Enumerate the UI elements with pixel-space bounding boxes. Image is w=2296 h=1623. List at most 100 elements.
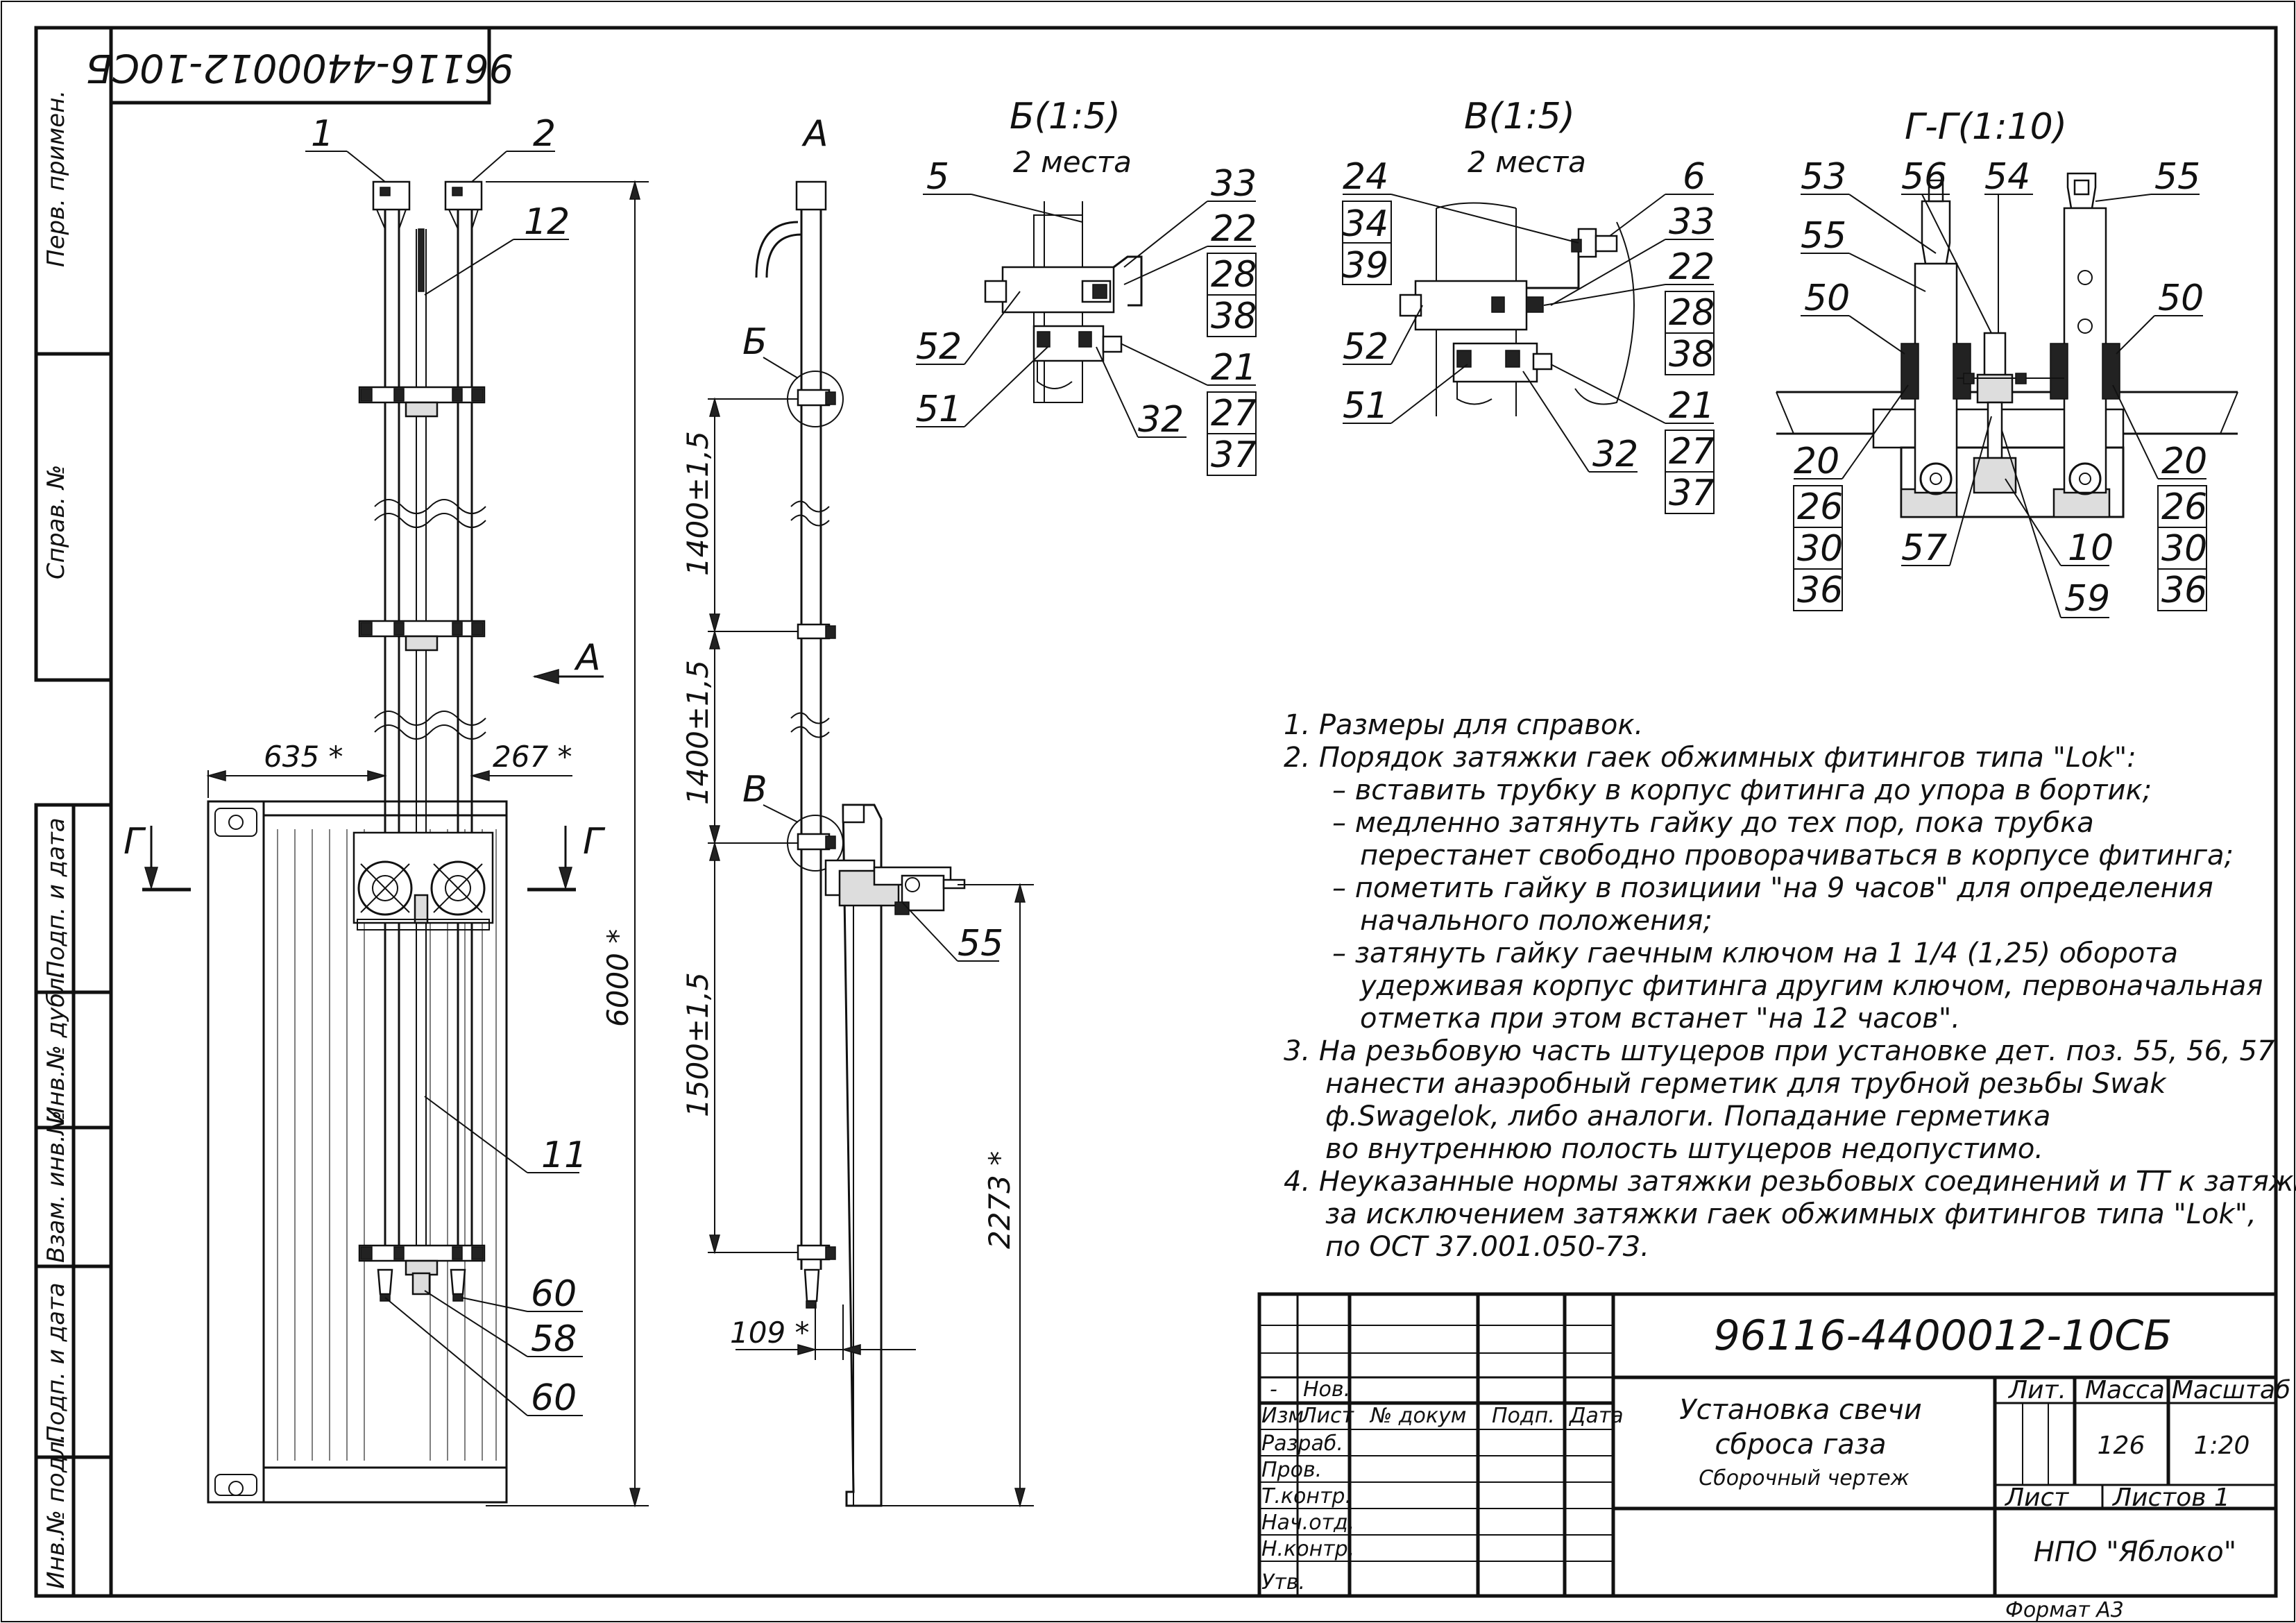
pos-12: 12 (524, 201, 570, 243)
pos-v-32: 32 (1592, 434, 1638, 475)
dim-635: 635 * (264, 740, 343, 774)
tb-format: Формат А3 (2005, 1598, 2124, 1622)
pos-b-21: 21 (1211, 347, 1257, 389)
section-g-left: Г (124, 821, 146, 863)
side-label-perv-primen: Перв. примен. (42, 90, 70, 267)
side-label-podp-data-1: Подп. и дата (42, 817, 70, 978)
note-line-11: 3. На резьбовую часть штуцеров при устан… (1284, 1035, 2275, 1067)
pos-b-5: 5 (926, 156, 949, 198)
pos-b-28: 28 (1211, 254, 1257, 296)
pos-g-30-left: 30 (1797, 528, 1843, 570)
note-line-12: нанести анаэробный герметик для трубной … (1325, 1068, 2167, 1100)
section-g-title: Г-Г(1:10) (1905, 106, 2067, 148)
tb-sheet: Лист (2004, 1484, 2069, 1512)
pos-g-26-left: 26 (1797, 486, 1843, 528)
pos-v-34: 34 (1343, 203, 1388, 245)
tb-dash: - (1270, 1377, 1277, 1402)
tb-name-2: сброса газа (1715, 1429, 1886, 1461)
stamp-code-box: 96116-4400012-10СБ (86, 26, 513, 105)
tb-lit: Лит. (2007, 1376, 2066, 1404)
pos-g-36-right: 36 (2161, 570, 2207, 611)
pos-b-52: 52 (916, 326, 962, 368)
note-line-4: – медленно затянуть гайку до тех пор, по… (1332, 807, 2094, 839)
tb-row-utv: Утв. (1261, 1570, 1305, 1595)
view-a-arrow: А (532, 637, 604, 684)
pos-b-51: 51 (916, 389, 962, 430)
tb-scale-value: 1:20 (2194, 1431, 2250, 1460)
pos-v-21: 21 (1669, 385, 1715, 427)
note-line-13: ф.Swagelok, либо аналоги. Попадание герм… (1325, 1101, 2050, 1132)
flange-mount (352, 831, 494, 931)
section-g-right: Г (583, 821, 606, 863)
pos-v-52: 52 (1343, 326, 1388, 368)
pos-v-6: 6 (1683, 156, 1706, 198)
note-line-9: удерживая корпус фитинга другим ключом, … (1359, 970, 2263, 1002)
side-view-a: А Б (681, 113, 1034, 1508)
dim-1500: 1500±1,5 (681, 972, 715, 1117)
pos-2: 2 (533, 113, 556, 155)
note-line-1: 1. Размеры для справок. (1284, 709, 1643, 741)
tb-no-dokum: № докум (1369, 1404, 1466, 1428)
main-position-labels: 1 2 12 11 60 58 60 (305, 113, 587, 1419)
pos-60-bottom: 60 (531, 1377, 577, 1419)
pos-g-59: 59 (2064, 578, 2110, 620)
note-line-17: по ОСТ 37.001.050-73. (1325, 1231, 1649, 1263)
tb-org: НПО "Яблоко" (2034, 1536, 2236, 1568)
note-line-14: во внутреннюю полость штуцеров недопусти… (1325, 1133, 2043, 1165)
tb-row-prov: Пров. (1261, 1458, 1322, 1482)
callout-b: Б (742, 321, 767, 363)
tb-sheets: Листов 1 (2111, 1484, 2230, 1512)
note-line-5: перестанет свободно проворачиваться в ко… (1360, 840, 2234, 872)
note-line-6: – пометить гайку в позициии "на 9 часов"… (1332, 872, 2213, 904)
main-front-view: 1 2 12 11 60 58 60 635 * (124, 113, 649, 1508)
dim-1400-b: 1400±1,5 (681, 660, 715, 805)
side-label-sprav-no: Справ. № (42, 465, 70, 579)
note-line-10: отметка при этом встанет "на 12 часов". (1360, 1003, 1960, 1035)
side-label-podp-data-2: Подп. и дата (42, 1282, 70, 1443)
pos-g-50-right: 50 (2158, 278, 2204, 319)
pos-v-28: 28 (1669, 292, 1715, 334)
tb-scale: Масштаб (2172, 1376, 2290, 1404)
pos-v-51: 51 (1343, 385, 1388, 427)
detail-v-title: В(1:5) (1464, 96, 1575, 137)
tb-code: 96116-4400012-10СБ (1714, 1311, 2172, 1360)
pos-v-22: 22 (1669, 246, 1715, 288)
title-block: - Нов. Изм Лист № докум Подп. Дата Разра… (1257, 1292, 2290, 1622)
note-line-3: – вставить трубку в корпус фитинга до уп… (1332, 774, 2152, 806)
pos-v-38: 38 (1669, 334, 1715, 375)
tb-row-razrab: Разраб. (1261, 1431, 1343, 1456)
pos-b-27: 27 (1211, 393, 1257, 434)
pos-b-33: 33 (1211, 163, 1257, 205)
pos-11: 11 (541, 1135, 587, 1176)
pos-v-39: 39 (1343, 245, 1388, 287)
pos-b-38: 38 (1211, 296, 1257, 337)
pos-v-33: 33 (1669, 201, 1715, 243)
pos-g-20-left: 20 (1794, 441, 1839, 482)
pos-b-37: 37 (1211, 434, 1257, 476)
section-g-g: Г-Г(1:10) (1776, 106, 2238, 620)
note-line-16: за исключением затяжки гаек обжимных фит… (1325, 1198, 2256, 1230)
tb-row-tkontr: Т.контр. (1261, 1484, 1352, 1509)
tb-izm: Изм (1261, 1404, 1304, 1428)
side-label-vzam-inv: Взам. инв.№ (42, 1110, 70, 1263)
pos-b-22: 22 (1211, 208, 1257, 250)
detail-v-sub: 2 места (1468, 145, 1586, 179)
note-line-2: 2. Порядок затяжки гаек обжимных фитинго… (1284, 742, 2136, 774)
tb-nov: Нов. (1303, 1377, 1350, 1402)
pos-g-30-right: 30 (2161, 528, 2207, 570)
pos-g-36-left: 36 (1797, 570, 1843, 611)
pos-g-20-right: 20 (2161, 441, 2207, 482)
pos-1: 1 (311, 113, 334, 155)
tb-list: Лист (1300, 1404, 1355, 1428)
pos-55-side: 55 (958, 923, 1003, 965)
tb-doc-type: Сборочный чертеж (1699, 1466, 1909, 1490)
pos-g-50-left: 50 (1804, 278, 1850, 319)
section-g-markers: Г Г (124, 821, 606, 892)
pos-g-57: 57 (1901, 527, 1947, 569)
side-strip: Перв. примен. Справ. № Подп. и дата Инв.… (34, 26, 113, 1598)
side-label-inv-podl: Инв.№ подл. (42, 1434, 70, 1589)
vertical-pipes (372, 180, 486, 1270)
dim-267: 267 * (493, 740, 572, 774)
view-a-title: А (801, 113, 828, 155)
dim-109: 109 * (730, 1316, 810, 1350)
